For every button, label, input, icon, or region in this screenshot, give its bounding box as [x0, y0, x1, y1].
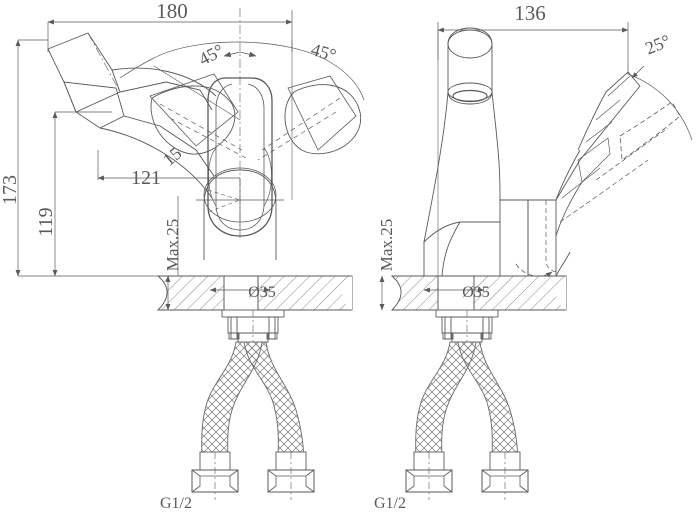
dim-deck-thickness-plan: Max.25 — [163, 219, 182, 271]
angle-swing-right: 45° — [309, 39, 339, 65]
dim-height-body: 119 — [35, 207, 57, 236]
plan-view-dimension-lines — [15, 8, 293, 311]
dim-hole-diameter-side: Ø35 — [462, 284, 490, 301]
side-view-countertop — [390, 275, 567, 311]
dim-deck-thickness-side: Max.25 — [377, 219, 396, 271]
dim-overall-width-side: 136 — [514, 1, 546, 25]
dim-inlet-thread-plan: G1/2 — [160, 495, 192, 512]
side-view-mounting — [435, 309, 499, 343]
side-view-dimension-lines — [379, 22, 693, 311]
side-view-hoses — [405, 341, 529, 500]
dim-height-total: 173 — [0, 175, 21, 205]
dim-hole-diameter-plan: Ø35 — [248, 284, 276, 301]
plan-view-countertop — [156, 275, 353, 311]
plan-view-hoses — [191, 341, 315, 500]
side-view-dimension-text: 136 Max.25 Ø35 G1/2 25° — [374, 1, 673, 512]
dim-spout-reach: 121 — [131, 167, 161, 189]
dim-overall-width-plan: 180 — [156, 0, 188, 23]
dim-inlet-thread-side: G1/2 — [374, 495, 406, 512]
plan-view-mounting — [221, 309, 285, 343]
side-view-geometry — [423, 27, 681, 278]
angle-lever-lift: 25° — [642, 30, 673, 58]
